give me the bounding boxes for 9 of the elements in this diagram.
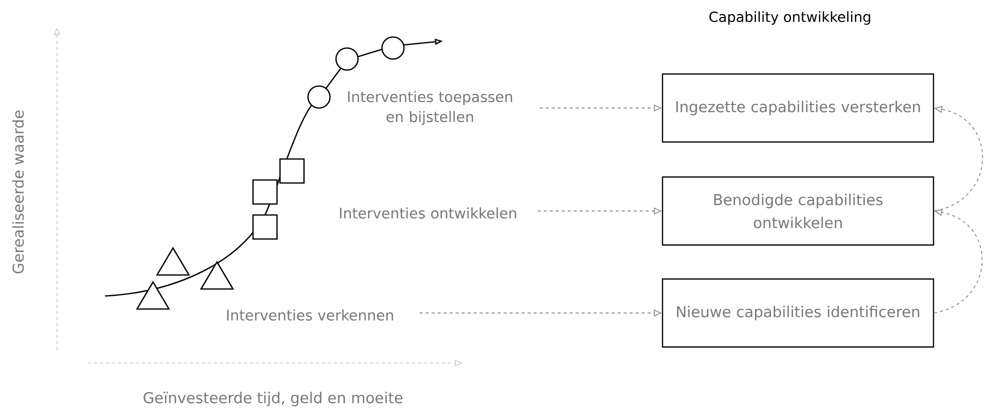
process-box: Benodigde capabilities ontwikkelen bbox=[662, 176, 934, 246]
stage-label: Interventies toepassen en bijstellen bbox=[348, 90, 512, 126]
process-box: Nieuwe capabilities identificeren bbox=[662, 278, 934, 348]
title: Capability ontwikkeling bbox=[709, 11, 870, 25]
stage-label: Interventies ontwikkelen bbox=[340, 207, 516, 219]
axis-label: Gerealiseerde waarde bbox=[12, 110, 24, 274]
axis-label: Geïnvesteerde tijd, geld en moeite bbox=[144, 392, 402, 406]
stage-label: Interventies verkennen bbox=[227, 309, 394, 321]
process-box: Ingezette capabilities versterken bbox=[662, 73, 934, 143]
